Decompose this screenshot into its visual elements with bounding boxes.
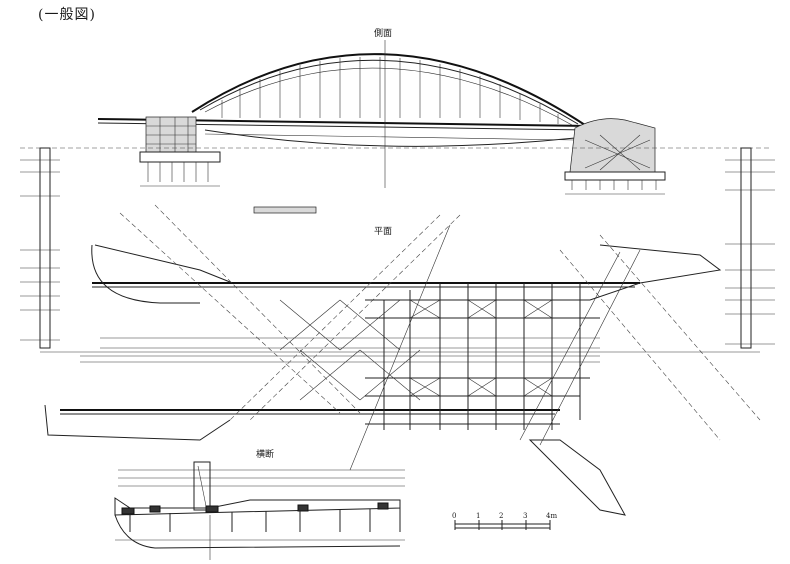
- left-boring-log: [20, 147, 60, 349]
- scale-tick-3: 3: [523, 512, 528, 520]
- scale-tick-4: 4m: [546, 512, 558, 520]
- floor-beam-grid: [365, 283, 600, 430]
- hatched-scale-strip: [253, 206, 317, 214]
- deck-soffit: [204, 129, 576, 147]
- stringers: [129, 508, 401, 532]
- cross-section-view: [114, 461, 405, 560]
- right-wingwall-lower: [528, 439, 626, 516]
- left-abutment: [145, 116, 197, 153]
- right-abutment: [569, 118, 656, 173]
- arch-rib-upper: [191, 53, 586, 126]
- scale-tick-2: 2: [499, 512, 504, 520]
- page-title: (一般図): [38, 7, 96, 23]
- arch-rib-section: [193, 461, 211, 511]
- left-wingwall-upper: [91, 244, 200, 304]
- right-abutment-plan: [589, 244, 722, 301]
- deck-slab-section: [114, 497, 401, 516]
- right-piles: [571, 180, 657, 190]
- cross-girder: [114, 514, 401, 549]
- left-piles: [147, 162, 209, 182]
- elevation-view-label: 側面: [374, 29, 393, 39]
- right-boring-log: [725, 147, 775, 349]
- cross-section-view-label: 横断: [256, 450, 275, 460]
- scale-bar: [454, 520, 551, 530]
- plan-view: [40, 204, 761, 516]
- arch-hangers: [221, 57, 559, 124]
- left-wingwall-lower: [44, 404, 231, 441]
- scale-tick-0: 0: [452, 512, 457, 520]
- scale-tick-1: 1: [476, 512, 481, 520]
- plan-view-label: 平面: [374, 227, 393, 237]
- elevation-view: [20, 40, 770, 195]
- arch-rib-lower: [199, 59, 579, 125]
